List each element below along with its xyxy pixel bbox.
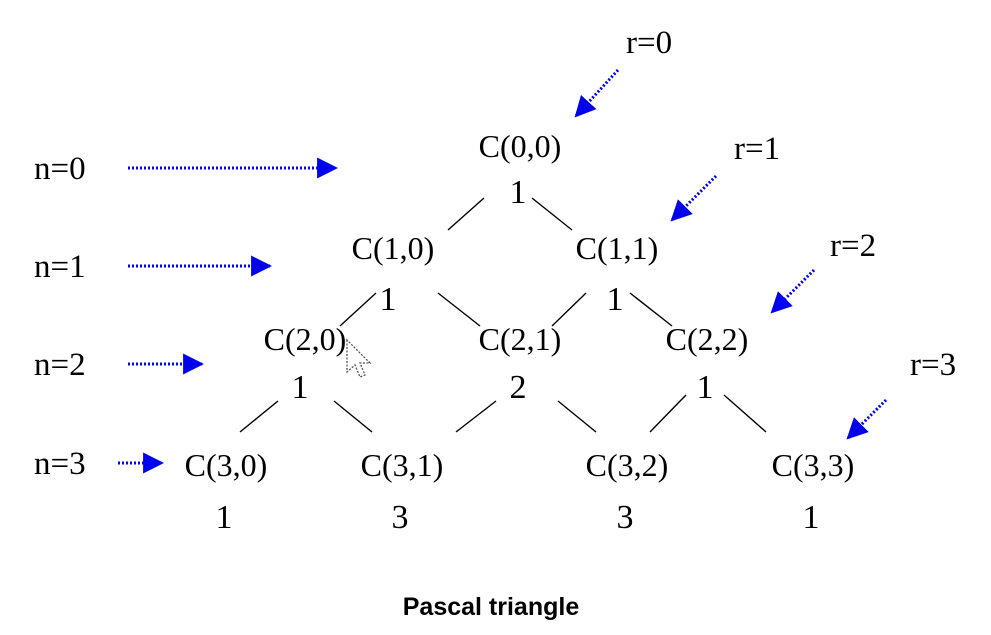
node-label: C(2,2) — [666, 321, 749, 357]
column-label-r3: r=3 — [910, 347, 956, 383]
triangle-node-3-3: C(3,3) 1 — [772, 447, 855, 536]
row-label-n0: n=0 — [34, 151, 86, 187]
pointer-arrows — [118, 68, 888, 474]
node-label: C(3,0) — [185, 447, 268, 483]
connector-line — [629, 292, 673, 327]
node-label: C(3,3) — [772, 447, 855, 483]
node-value: 1 — [697, 369, 714, 406]
row-label-n2: n=2 — [34, 347, 86, 383]
node-value: 2 — [510, 369, 527, 406]
connector-line — [239, 400, 279, 433]
connector-lines — [239, 197, 767, 433]
node-label: C(1,0) — [352, 230, 435, 266]
node-label: C(2,0) — [264, 321, 347, 357]
node-label: C(2,1) — [479, 321, 562, 357]
mouse-pointer-icon — [346, 338, 372, 378]
connector-line — [723, 394, 767, 433]
node-value: 3 — [392, 499, 409, 536]
node-label: C(1,1) — [576, 230, 659, 266]
triangle-node-1-0: C(1,0) 1 — [352, 230, 435, 318]
connector-line — [649, 394, 687, 433]
connector-line — [531, 197, 573, 231]
connector-line — [437, 292, 481, 327]
column-arrow-r2 — [770, 268, 816, 314]
node-label: C(3,2) — [586, 447, 669, 483]
connector-line — [557, 400, 597, 433]
node-value: 3 — [617, 499, 634, 536]
node-value: 1 — [510, 174, 527, 211]
column-label-r1: r=1 — [734, 131, 780, 167]
column-label-r0: r=0 — [626, 25, 672, 61]
row-label-n3: n=3 — [34, 446, 86, 482]
row-label-n1: n=1 — [34, 249, 86, 285]
connector-line — [551, 292, 587, 327]
triangle-node-3-1: C(3,1) 3 — [361, 447, 444, 536]
column-label-r2: r=2 — [830, 228, 876, 264]
column-arrow-r3 — [846, 398, 888, 440]
triangle-node-2-2: C(2,2) 1 — [666, 321, 749, 406]
node-value: 1 — [380, 281, 397, 318]
triangle-node-1-1: C(1,1) 1 — [576, 230, 659, 318]
column-arrow-r0 — [574, 68, 620, 118]
column-arrow-r1 — [670, 174, 718, 222]
connector-line — [339, 292, 377, 327]
connector-line — [333, 400, 373, 433]
triangle-node-2-0: C(2,0) 1 — [264, 321, 347, 406]
node-value: 1 — [803, 499, 820, 536]
figure-caption: Pascal triangle — [403, 593, 580, 621]
connector-line — [455, 400, 497, 433]
node-value: 1 — [292, 369, 309, 406]
column-labels: r=0 r=1 r=2 r=3 — [626, 25, 956, 383]
triangle-node-2-1: C(2,1) 2 — [479, 321, 562, 406]
triangle-node-0-0: C(0,0) 1 — [479, 128, 562, 211]
connector-line — [447, 197, 485, 231]
node-label: C(0,0) — [479, 128, 562, 164]
node-label: C(3,1) — [361, 447, 444, 483]
row-labels: n=0 n=1 n=2 n=3 — [34, 151, 86, 482]
triangle-nodes: C(0,0)1C(1,0)1C(1,1)1C(2,0)1C(2,1)2C(2,2… — [185, 128, 855, 536]
triangle-node-3-2: C(3,2) 3 — [586, 447, 669, 536]
triangle-node-3-0: C(3,0) 1 — [185, 447, 268, 536]
node-value: 1 — [607, 281, 624, 318]
node-value: 1 — [216, 499, 233, 536]
